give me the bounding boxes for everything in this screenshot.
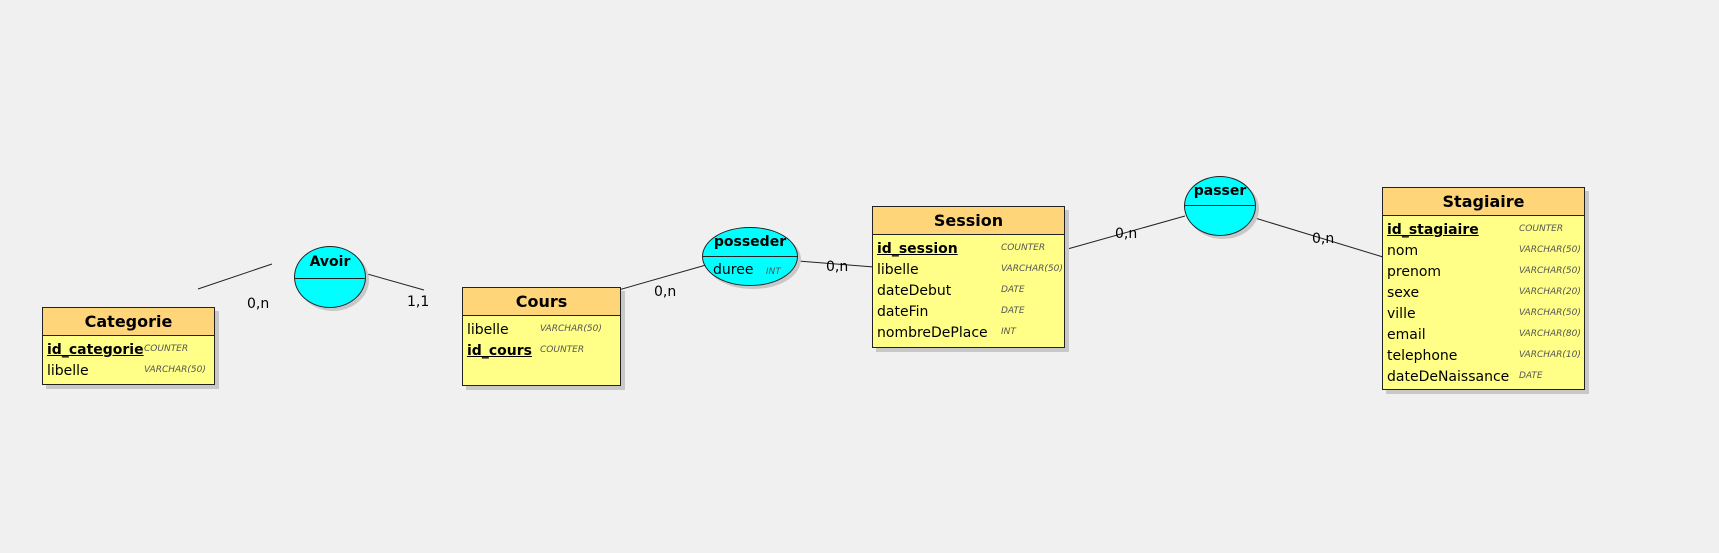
attribute-row: ville VARCHAR(50) xyxy=(1387,303,1581,324)
association-title: Avoir xyxy=(295,247,365,279)
cardinality-cours-posseder: 0,n xyxy=(654,284,676,300)
link-categorie-avoir xyxy=(197,263,273,290)
cardinality-avoir-cours: 1,1 xyxy=(407,294,429,310)
entity-session[interactable]: Session id_session COUNTER libelle VARCHAR(… xyxy=(872,206,1065,348)
cardinality-posseder-session: 0,n xyxy=(826,259,848,275)
attribute-type: COUNTER xyxy=(540,345,585,355)
primary-key-name: id_session xyxy=(877,241,958,257)
entity-title: Categorie xyxy=(43,308,214,336)
attribute-type: VARCHAR(50) xyxy=(144,365,206,375)
attribute-name: ville xyxy=(1387,306,1416,322)
attribute-type: VARCHAR(50) xyxy=(1519,266,1581,276)
attribute-row: dateDebut DATE xyxy=(877,280,1060,301)
attribute-row: id_stagiaire COUNTER xyxy=(1387,219,1580,240)
attribute-type: VARCHAR(50) xyxy=(1001,264,1063,274)
association-passer[interactable]: passer xyxy=(1184,176,1256,236)
attribute-type: COUNTER xyxy=(1001,243,1046,253)
attribute-row: prenom VARCHAR(50) xyxy=(1387,261,1581,282)
association-attribute: duree INT xyxy=(703,257,797,285)
association-posseder[interactable]: posseder duree INT xyxy=(702,227,798,286)
entity-title: Cours xyxy=(463,288,620,316)
attribute-row: nom VARCHAR(50) xyxy=(1387,240,1581,261)
attribute-row: libelle VARCHAR(50) xyxy=(47,360,210,381)
attribute-type: DATE xyxy=(1001,285,1025,295)
attribute-name: libelle xyxy=(47,363,89,379)
link-passer-stagiaire xyxy=(1254,217,1384,258)
attribute-row: telephone VARCHAR(10) xyxy=(1387,345,1581,366)
attribute-name: email xyxy=(1387,327,1426,343)
attribute-row: nombreDePlace INT xyxy=(877,322,1060,343)
attribute-name: nombreDePlace xyxy=(877,325,988,341)
attribute-row: libelle VARCHAR(50) xyxy=(467,319,616,340)
attribute-name: prenom xyxy=(1387,264,1442,280)
attribute-name: dateDebut xyxy=(877,283,952,299)
attribute-type: DATE xyxy=(1001,306,1025,316)
attribute-row: sexe VARCHAR(20) xyxy=(1387,282,1581,303)
cardinality-passer-stagiaire: 0,n xyxy=(1312,231,1334,247)
attribute-name: libelle xyxy=(877,262,919,278)
attribute-name: telephone xyxy=(1387,348,1458,364)
attribute-type: VARCHAR(80) xyxy=(1519,329,1581,339)
attribute-type: COUNTER xyxy=(1519,224,1564,234)
entity-cours[interactable]: Cours libelle VARCHAR(50) id_cours COUNTER xyxy=(462,287,621,386)
primary-key-name: id_categorie xyxy=(47,342,144,358)
entity-title: Stagiaire xyxy=(1383,188,1584,216)
attribute-type: DATE xyxy=(1519,371,1543,381)
attribute-type: COUNTER xyxy=(144,344,189,354)
primary-key-name: id_stagiaire xyxy=(1387,222,1479,238)
attribute-row: email VARCHAR(80) xyxy=(1387,324,1581,345)
attribute-type: VARCHAR(10) xyxy=(1519,350,1581,360)
cardinality-categorie-avoir: 0,n xyxy=(247,296,269,312)
attribute-name: dateDeNaissance xyxy=(1387,369,1510,385)
primary-key-name: id_cours xyxy=(467,343,532,359)
attribute-type: VARCHAR(50) xyxy=(1519,308,1581,318)
attribute-type: VARCHAR(50) xyxy=(1519,245,1581,255)
entity-title: Session xyxy=(873,207,1064,235)
attribute-type: VARCHAR(20) xyxy=(1519,287,1581,297)
association-avoir[interactable]: Avoir xyxy=(294,246,366,308)
attribute-row: libelle VARCHAR(50) xyxy=(877,259,1063,280)
attribute-type: INT xyxy=(765,267,781,277)
attribute-name: duree xyxy=(713,262,754,278)
attribute-name: nom xyxy=(1387,243,1419,259)
attribute-type: INT xyxy=(1001,327,1016,337)
attribute-list: id_session COUNTER libelle VARCHAR(50) dateD… xyxy=(873,235,1064,347)
attribute-name: dateFin xyxy=(877,304,929,320)
association-title: passer xyxy=(1185,177,1255,206)
cardinality-session-passer: 0,n xyxy=(1115,226,1137,242)
attribute-row: dateDeNaissance DATE xyxy=(1387,366,1580,387)
attribute-name: sexe xyxy=(1387,285,1420,301)
attribute-list: libelle VARCHAR(50) id_cours COUNTER xyxy=(463,316,620,365)
association-title: posseder xyxy=(703,228,797,257)
attribute-type: VARCHAR(50) xyxy=(540,324,602,334)
attribute-name: libelle xyxy=(467,322,509,338)
link-session-passer xyxy=(1063,215,1186,251)
attribute-row: dateFin DATE xyxy=(877,301,1060,322)
link-posseder-session xyxy=(797,260,875,268)
attribute-row: id_session COUNTER xyxy=(877,238,1060,259)
attribute-row: id_cours COUNTER xyxy=(467,340,616,361)
